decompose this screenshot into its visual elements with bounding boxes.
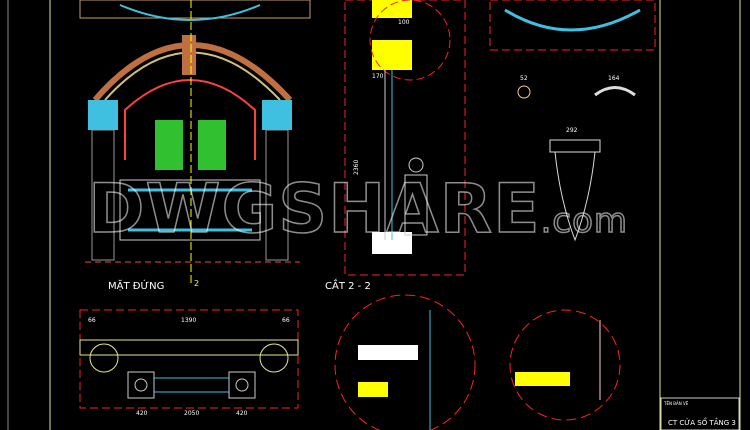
section-2-2: 2360 100 170 [344, 0, 466, 276]
dim-292: 292 [566, 127, 578, 134]
dim-100: 100 [398, 19, 410, 26]
window-plan: 1390 66 66 420 2050 420 [79, 309, 299, 417]
plan-dim-main: 1390 [181, 317, 196, 324]
plan-dim-right: 66 [282, 317, 290, 324]
dim-170: 170 [372, 73, 384, 80]
plan-dim-bottom-mid: 2050 [184, 410, 199, 417]
ornament-details: 164 52 292 [489, 0, 656, 242]
plan-dim-bottom-left: 420 [136, 410, 148, 417]
plan-dim-bottom-right: 420 [236, 410, 248, 417]
title-block-title: CT CỬA SỔ TẦNG 3 [668, 417, 736, 427]
detail-circles [334, 294, 621, 430]
plan-dim-left: 66 [88, 317, 96, 324]
dim-52: 52 [520, 75, 528, 82]
section-height: 2360 [353, 160, 360, 175]
window-elevation [79, 0, 311, 285]
elevation-label: MẶT ĐỨNG [108, 279, 164, 292]
dim-164: 164 [608, 75, 620, 82]
section-marker: 2 [194, 279, 199, 288]
watermark-logo: DWGSHARE.com [87, 169, 629, 250]
section-label: CẮT 2 - 2 [325, 278, 371, 292]
title-block-header: TÊN BẢN VẼ [663, 401, 689, 406]
title-block [660, 397, 740, 430]
